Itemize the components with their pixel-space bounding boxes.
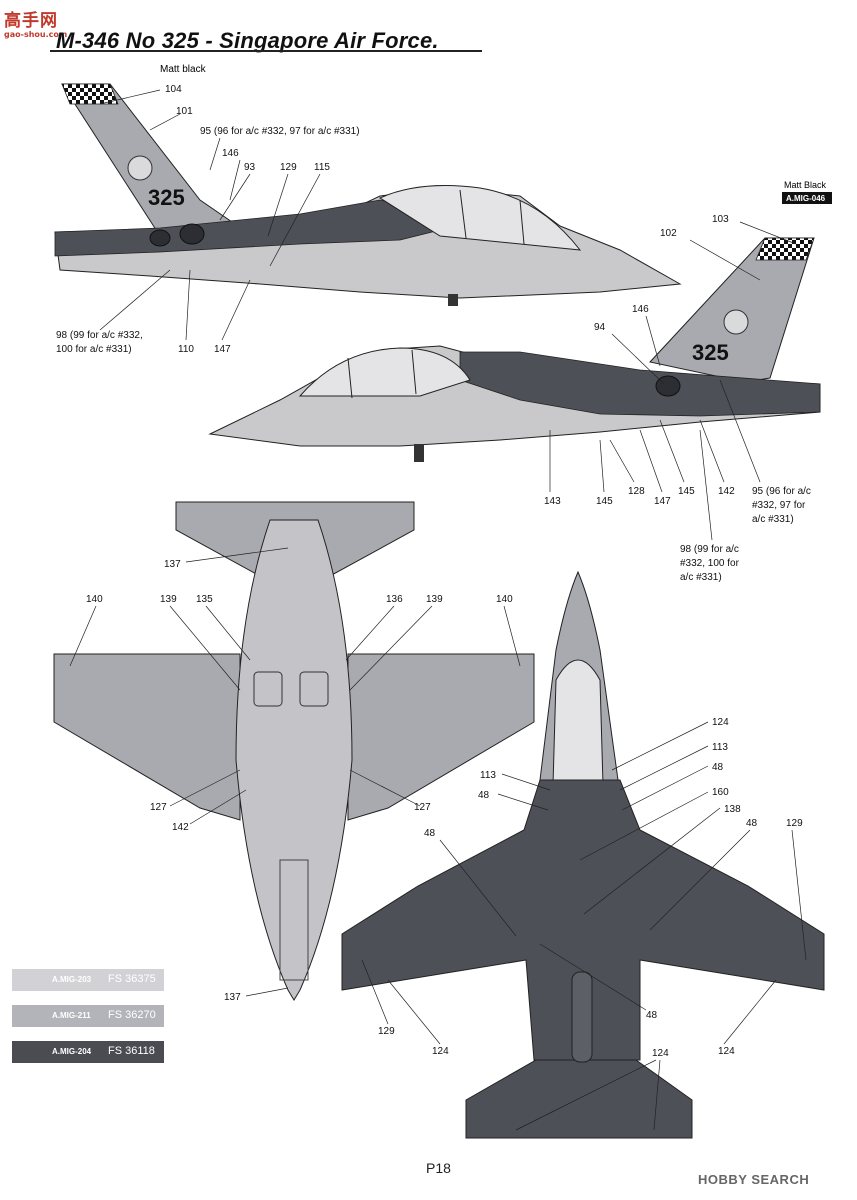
callout-113-left: 113: [480, 770, 496, 781]
callout-136: 136: [386, 594, 403, 605]
legend-fs-3: FS 36118: [108, 1045, 155, 1057]
callout-102: 102: [660, 228, 677, 239]
callouts-top-view: 124 113 48 113 48 160 138 48 129 48 129 …: [378, 717, 803, 1059]
legend-swatch-1: A.MIG-203 FS 36375: [12, 969, 164, 991]
tail-checker-band-2: [755, 237, 815, 261]
legend-swatch-3: A.MIG-204 FS 36118: [12, 1041, 164, 1063]
underside-fuselage: [235, 519, 353, 1001]
callout-95-bottom-line2: #332, 97 for: [752, 500, 806, 511]
callout-98-bottom-line3: a/c #331): [680, 572, 722, 583]
paint-code-label: A.MIG-046: [786, 194, 826, 203]
hobby-search-watermark: HOBBY SEARCH: [698, 1172, 810, 1187]
callout-143: 143: [544, 496, 561, 507]
callout-115: 115: [314, 162, 330, 173]
callout-103: 103: [712, 214, 729, 225]
callout-135: 135: [196, 594, 213, 605]
callout-124-c: 124: [718, 1046, 735, 1057]
callout-48-c: 48: [746, 818, 758, 829]
page-number: P18: [426, 1160, 451, 1176]
callout-48-d: 48: [424, 828, 436, 839]
callout-48-a: 48: [712, 762, 724, 773]
callout-98-bottom-line1: 98 (99 for a/c: [680, 544, 739, 555]
emblem-2: [723, 309, 749, 335]
top-wings: [341, 779, 825, 1061]
callout-137-top: 137: [164, 559, 181, 570]
callout-124-b: 124: [432, 1046, 449, 1057]
nose-gear-2: [414, 444, 424, 462]
callout-110: 110: [178, 344, 194, 355]
callout-98-bottom-line2: #332, 100 for: [680, 558, 740, 569]
legend-code-1: A.MIG-203: [52, 975, 92, 984]
callout-95-bottom-line1: 95 (96 for a/c: [752, 486, 811, 497]
callout-129-left: 129: [378, 1026, 395, 1037]
note-matt-black-top: Matt black: [160, 64, 207, 75]
canopy: [378, 185, 582, 251]
paint-code-box: [782, 192, 832, 204]
top-view: 124 113 48 113 48 160 138 48 129 48 129 …: [341, 570, 825, 1139]
callouts-underside: 137 140 139 135 136 139 140 127 142 127 …: [86, 559, 513, 1003]
nose-gear: [448, 294, 458, 306]
legend-code-3: A.MIG-204: [52, 1047, 92, 1056]
callout-129-right: 129: [786, 818, 803, 829]
top-tailplane: [465, 1059, 693, 1139]
watermark-logo-text: 高手网: [4, 11, 58, 31]
callout-145-a: 145: [596, 496, 613, 507]
callout-98-top-line1: 98 (99 for a/c #332,: [56, 330, 143, 341]
underside-right-wing: [347, 653, 535, 821]
page-title: M-346 No 325 - Singapore Air Force.: [56, 28, 439, 53]
dark-spine-2: [459, 351, 821, 417]
callout-124-d: 124: [652, 1048, 669, 1059]
callout-147-bottom: 147: [654, 496, 671, 507]
callout-138: 138: [724, 804, 741, 815]
callout-145-b: 145: [678, 486, 695, 497]
underside-view: 137 140 139 135 136 139 140 127 142 127 …: [53, 501, 535, 1003]
callout-142-profile: 142: [718, 486, 735, 497]
watermark-logo-url: gao-shou.com: [4, 30, 68, 39]
emblem: [127, 155, 153, 181]
title-underline: [50, 50, 482, 52]
callout-140-left: 140: [86, 594, 103, 605]
side-profile-bottom: 325 Matt Black A.MIG-046 103 102 146 94 …: [208, 180, 832, 583]
note-matt-black-bottom: Matt Black: [784, 180, 827, 190]
callout-160: 160: [712, 787, 729, 798]
callout-147-top: 147: [214, 344, 231, 355]
callout-140-right: 140: [496, 594, 513, 605]
tail-checker-band: [61, 83, 119, 105]
callout-48-e: 48: [646, 1010, 658, 1021]
callout-93: 93: [244, 162, 256, 173]
legend-code-2: A.MIG-211: [52, 1011, 91, 1020]
callout-98-top-line2: 100 for a/c #331): [56, 344, 132, 355]
callout-48-b: 48: [478, 790, 490, 801]
callout-94: 94: [594, 322, 606, 333]
watermark-logo: 高手网 gao-shou.com: [4, 6, 70, 39]
callout-128: 128: [628, 486, 645, 497]
callout-124-a: 124: [712, 717, 729, 728]
callout-139-left: 139: [160, 594, 177, 605]
callout-146-bottom: 146: [632, 304, 649, 315]
callout-129-top: 129: [280, 162, 297, 173]
callout-127-left: 127: [150, 802, 167, 813]
canopy-2: [298, 347, 471, 397]
aircraft-number-top: 325: [148, 185, 185, 210]
callout-142-underside: 142: [172, 822, 189, 833]
callouts-bottom-profile: 103 102 146 94 143 145 128 147 145 142 9…: [544, 214, 811, 583]
side-profile-top: 325 Matt black 104 101 95 (96 for a/c #3…: [54, 64, 682, 355]
callout-146-top: 146: [222, 148, 239, 159]
callout-113-right: 113: [712, 742, 728, 753]
legend-fs-2: FS 36270: [108, 1009, 156, 1021]
callout-101: 101: [176, 106, 193, 117]
callout-95-bottom-line3: a/c #331): [752, 514, 794, 525]
intake: [179, 223, 205, 245]
callouts-top: 104 101 95 (96 for a/c #332, 97 for a/c …: [56, 84, 360, 355]
legend-fs-1: FS 36375: [108, 973, 156, 985]
callout-95-top: 95 (96 for a/c #332, 97 for a/c #331): [200, 126, 360, 137]
underside-left-wing: [53, 653, 241, 821]
callout-127-right: 127: [414, 802, 431, 813]
callout-139-right: 139: [426, 594, 443, 605]
legend-swatch-2: A.MIG-211 FS 36270: [12, 1005, 164, 1027]
callout-104: 104: [165, 84, 182, 95]
callout-137-bottom: 137: [224, 992, 241, 1003]
aircraft-number-bottom: 325: [692, 340, 729, 365]
